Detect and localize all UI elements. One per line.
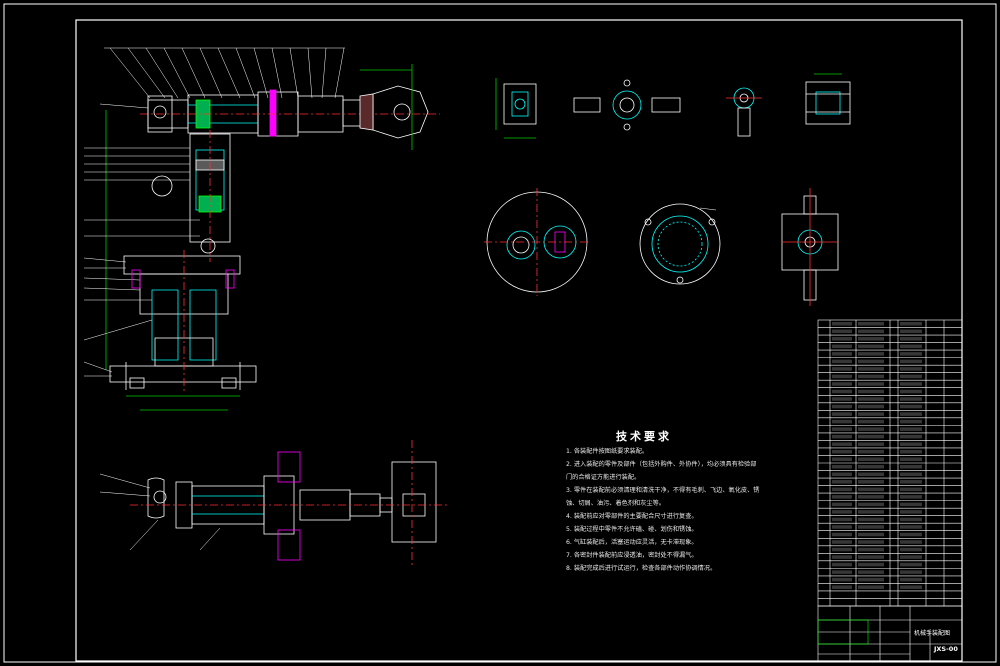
technical-requirements-title: 技术要求	[616, 430, 672, 443]
technical-requirement-note: 2. 进入装配的零件及部件（包括外购件、外协件），均必须具有检验部	[566, 461, 757, 468]
technical-requirement-note: 1. 各装配件按图纸要求装配。	[566, 448, 649, 455]
technical-requirement-note: 蚀、切屑、油污、着色剂和灰尘等。	[566, 500, 665, 507]
technical-requirement-note: 5. 装配过程中零件不允许磕、碰、划伤和锈蚀。	[566, 526, 698, 533]
technical-requirement-note: 4. 装配前应对零部件的主要配合尺寸进行复查。	[566, 513, 698, 520]
detail-view-f	[639, 203, 721, 285]
title-block	[817, 605, 963, 662]
detail-view-a	[495, 78, 537, 139]
technical-requirement-note: 6. 气缸装配后，活塞运动应灵活，无卡滞现象。	[566, 539, 698, 546]
main-view-arm	[83, 47, 440, 411]
detail-view-d	[805, 73, 851, 125]
technical-requirement-note: 8. 装配完成后进行试运行，检查各部件动作协调情况。	[566, 565, 717, 572]
detail-view-g	[781, 188, 839, 306]
technical-requirement-note: 门的合格证方能进行装配。	[566, 474, 641, 481]
technical-requirement-note: 7. 各密封件装配前应浸透油，密封处不得漏气。	[566, 552, 698, 559]
detail-view-c	[726, 87, 762, 137]
outer-border	[3, 3, 997, 663]
drawing-code: JXS-00	[934, 645, 958, 653]
detail-view-b	[573, 79, 681, 131]
top-view-arm	[99, 440, 450, 566]
technical-requirement-note: 3. 零件在装配前必须清理和清洗干净，不得有毛刺、飞边、氧化皮、锈	[566, 487, 760, 494]
part-number-leaders	[104, 47, 345, 99]
detail-view-e	[484, 188, 590, 296]
drawing-name: 机械手装配图	[914, 630, 951, 637]
parts-list-table	[817, 319, 963, 607]
